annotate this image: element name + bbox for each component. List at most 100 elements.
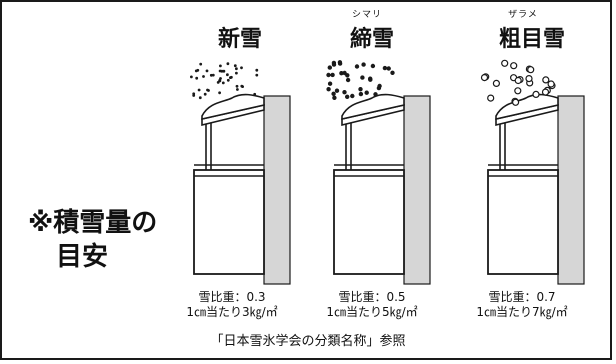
snow-particle	[206, 88, 209, 92]
snow-particle	[226, 78, 230, 82]
source-note: 「日本雪氷学会の分類名称」参照	[210, 334, 406, 349]
snow-particle	[377, 83, 382, 89]
snow-particle	[233, 64, 237, 68]
wall-body	[333, 169, 405, 275]
snow-particle	[255, 68, 259, 72]
snow-particle	[203, 92, 207, 96]
snow-particle	[235, 84, 239, 88]
gravity-compact-snow: 雪比重：0.5	[338, 290, 406, 304]
snow-particle	[198, 96, 202, 100]
side-title-line-2: 目安	[56, 242, 109, 272]
snow-particle	[370, 63, 376, 69]
column-granular-snow	[480, 59, 585, 285]
snow-particle	[339, 70, 344, 76]
snow-particle	[361, 62, 366, 67]
load-granular-snow: 1㎝当たり7㎏/㎡	[476, 305, 568, 319]
snow-particle	[327, 81, 333, 86]
ruby-compact-snow: シマリ	[351, 10, 382, 20]
snow-particle	[332, 95, 337, 101]
gravity-granular-snow: 雪比重：0.7	[488, 290, 556, 304]
title-compact-snow: 締雪	[349, 27, 394, 52]
snow-particle	[337, 60, 343, 65]
snow-particle	[327, 65, 332, 70]
column-compact-snow	[326, 60, 431, 285]
snow-particle	[373, 92, 378, 97]
snow-particle	[326, 86, 331, 92]
snow-particle	[350, 93, 355, 99]
snow-particle	[220, 69, 224, 73]
snow-particle	[501, 59, 509, 67]
snow-particle	[358, 86, 363, 92]
snow-particle	[345, 77, 351, 83]
snow-particle	[216, 81, 220, 84]
snow-particle	[240, 84, 244, 88]
snow-particle	[487, 94, 495, 102]
snow-mound	[201, 93, 265, 121]
snow-particle	[331, 62, 337, 67]
snow-particle	[240, 66, 243, 70]
load-compact-snow: 1㎝当たり5㎏/㎡	[326, 305, 418, 319]
snow-mound	[341, 93, 405, 121]
snow-particle	[226, 62, 230, 66]
snow-particle	[542, 76, 550, 84]
snow-particle	[331, 91, 336, 97]
snow-particle	[189, 75, 193, 79]
snow-particle	[386, 66, 391, 71]
snow-particle	[218, 64, 222, 68]
snow-particle	[334, 88, 340, 93]
wall	[557, 95, 585, 285]
snow-particle	[358, 91, 364, 97]
snow-particle	[197, 88, 201, 92]
snow-particle	[225, 73, 229, 77]
snow-particle	[390, 70, 395, 76]
snow-particle	[255, 73, 259, 77]
snow-particle	[205, 69, 209, 73]
snow-particle	[195, 76, 199, 80]
snow-particle	[218, 91, 222, 95]
snow-particle	[342, 89, 347, 95]
wall	[263, 95, 291, 285]
snow-particle	[330, 72, 335, 78]
snow-particle	[199, 62, 203, 66]
snow-particle	[527, 66, 535, 74]
snow-particle	[514, 76, 522, 85]
snow-particle	[219, 77, 222, 80]
snow-particle	[345, 94, 350, 100]
side-title: ※積雪量の 目安	[28, 206, 157, 274]
column-fresh-snow	[189, 62, 291, 285]
snow-particle	[192, 94, 196, 97]
snow-particle	[547, 80, 555, 88]
side-title-line-1: ※積雪量の	[28, 208, 158, 238]
snow-mound	[495, 93, 559, 121]
snow-particle	[229, 75, 233, 79]
snow-particle	[492, 79, 500, 88]
snow-particle	[382, 65, 388, 71]
snow-particle	[480, 73, 489, 82]
snow-particle	[345, 73, 350, 78]
snow-particle	[354, 64, 360, 69]
snow-particle	[253, 92, 257, 96]
snow-particle	[326, 72, 331, 78]
snow-particle	[541, 88, 550, 96]
wall-body	[193, 169, 265, 275]
snow-particle	[235, 88, 239, 91]
title-fresh-snow: 新雪	[217, 27, 262, 52]
snow-particle	[532, 90, 540, 99]
snow-particle	[364, 90, 369, 95]
snow-particle	[368, 77, 373, 82]
gravity-fresh-snow: 雪比重：0.3	[198, 290, 266, 304]
snow-particle	[234, 67, 238, 71]
ruby-granular-snow: ザラメ	[508, 10, 538, 20]
snow-particle	[202, 75, 205, 78]
snow-particle	[221, 81, 225, 85]
snow-particle	[360, 75, 365, 80]
snow-particle	[511, 98, 520, 106]
load-fresh-snow: 1㎝当たり3㎏/㎡	[186, 305, 278, 319]
snow-particle	[209, 73, 213, 77]
wall	[403, 95, 431, 285]
snow-particle	[514, 87, 522, 95]
wall-body	[487, 169, 559, 275]
snow-particle	[234, 71, 238, 75]
